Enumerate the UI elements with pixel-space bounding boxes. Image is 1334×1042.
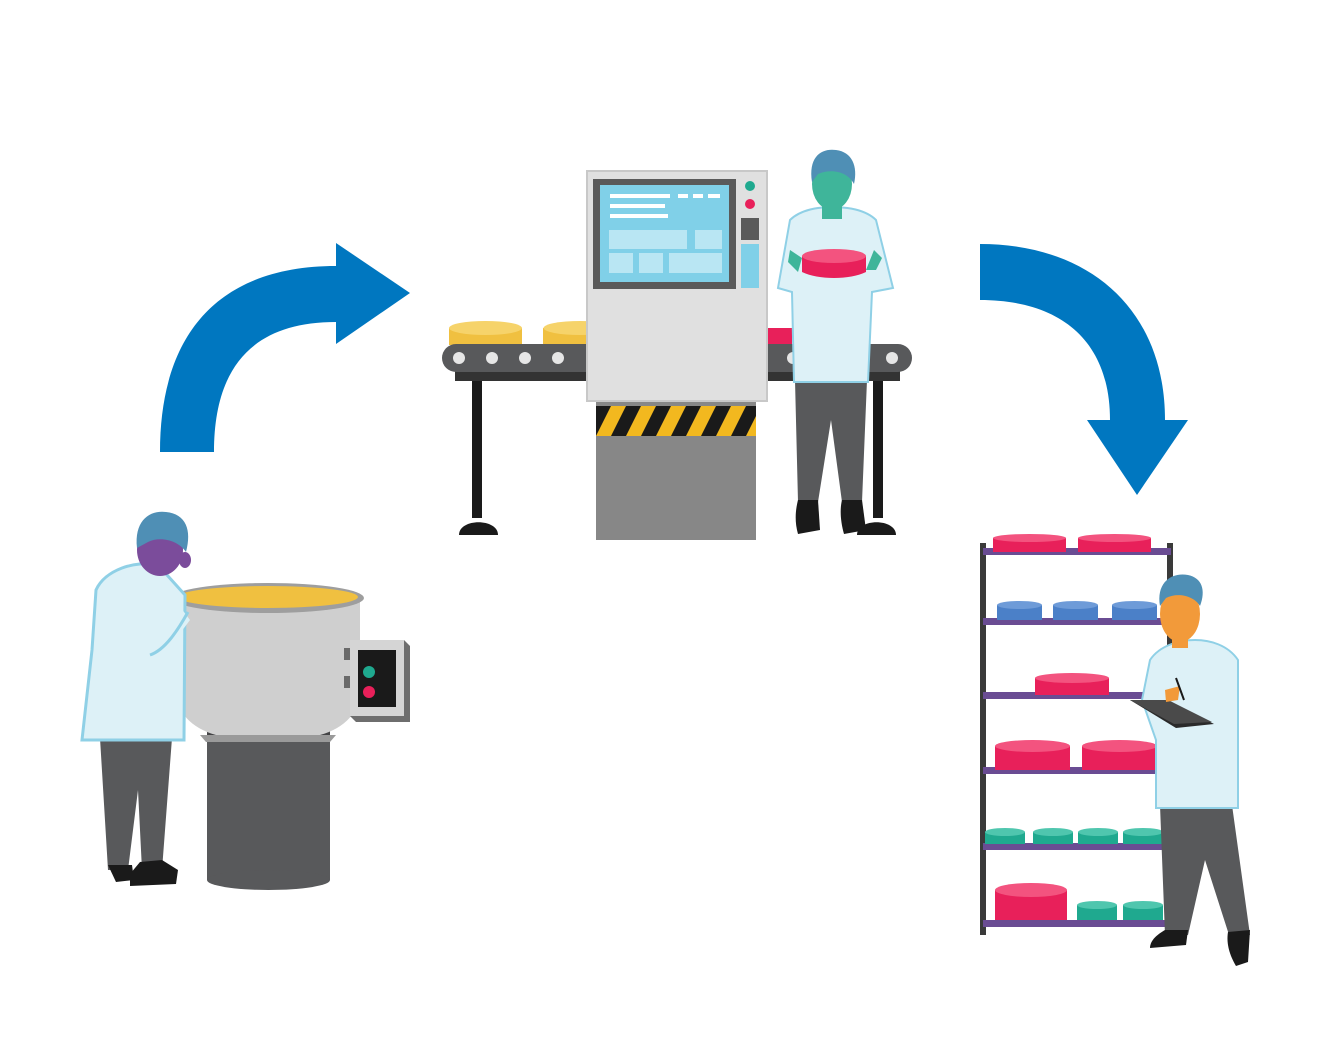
machine-screen: [593, 179, 736, 289]
cheese-wheel: [449, 321, 522, 345]
cheese-wheel: [1078, 828, 1118, 844]
conveyor-press-icon: [442, 170, 912, 540]
aging-rack-icon: [980, 534, 1173, 935]
cheese-vat-icon: [172, 583, 410, 890]
hazard-stripe: [596, 406, 756, 436]
vat-control-panel: [344, 640, 410, 722]
cheese-wheel: [1035, 673, 1109, 695]
cheese-wheel: [985, 828, 1025, 844]
cheese-wheel: [995, 740, 1070, 770]
cheese-wheel: [1033, 828, 1073, 844]
clipboard-icon: [1130, 700, 1214, 728]
curved-arrow-down-icon: [980, 244, 1188, 495]
cheese-wheel: [1082, 740, 1157, 770]
cheese-wheel: [1112, 601, 1157, 620]
cheese-wheel: [802, 249, 866, 278]
cheese-wheel: [995, 883, 1067, 920]
cheese-wheel: [1053, 601, 1098, 620]
worker-at-shelves: [1130, 574, 1250, 966]
worker-at-press: [776, 149, 895, 534]
cheese-wheel: [1078, 534, 1151, 552]
worker-at-vat: [80, 511, 191, 886]
cheese-wheel: [993, 534, 1066, 552]
cheese-wheel: [997, 601, 1042, 620]
curved-arrow-right-icon: [160, 243, 410, 452]
cheese-wheel: [1077, 901, 1117, 920]
cheese-wheel: [1123, 901, 1163, 920]
cheese-wheel: [1123, 828, 1163, 844]
